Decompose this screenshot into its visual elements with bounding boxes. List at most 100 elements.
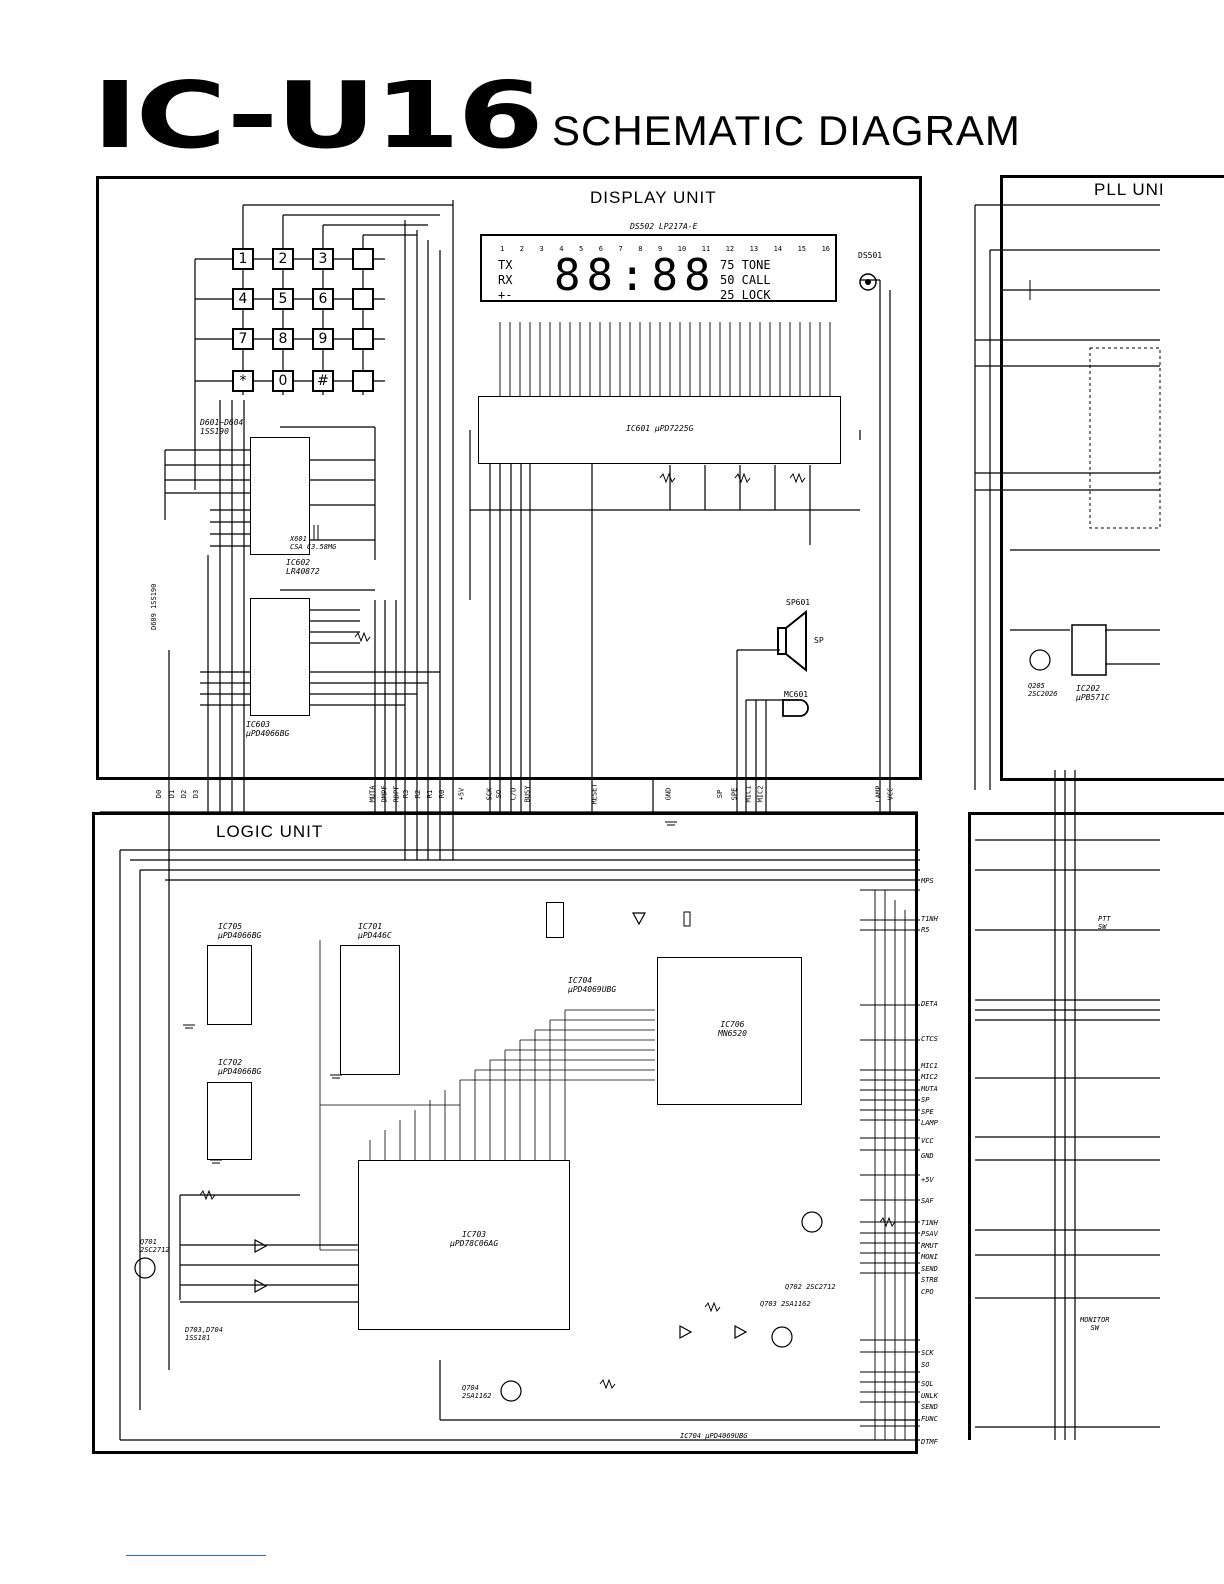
signal-label: CPO [921,1287,934,1296]
q702-label: Q702 2SC2712 [785,1283,836,1291]
signal-label: VCC [921,1136,934,1145]
key-hash[interactable]: # [312,370,334,392]
ic706-label: IC706 MN6520 [718,1020,747,1038]
display-unit-title: DISPLAY UNIT [590,188,717,207]
model-title: IC-U16 [92,62,544,169]
lcd-panel: 1 2 3 4 5 6 7 8 9 10 11 12 13 14 15 16 T… [480,234,837,302]
bus-label: MIC2 [756,785,765,803]
signal-label: FUNC [921,1414,938,1423]
key-blank-a[interactable] [352,248,374,270]
key-5[interactable]: 5 [272,288,294,310]
seg-num: 1 [500,245,505,253]
ic202-label: IC202 μPB571C [1076,684,1110,702]
key-3[interactable]: 3 [312,248,334,270]
signal-label: MIC1 [921,1061,938,1070]
seg-num: 8 [638,245,643,253]
ic704-small-chip [546,902,564,938]
seg-num: 2 [519,245,524,253]
speaker-sp-label: SP [814,636,824,645]
lcd-right-labels: 75 TONE 50 CALL 25 LOCK [720,258,771,303]
diodes-d703-label: D703,D704 1SS181 [185,1326,223,1342]
signal-label: SO [921,1360,930,1369]
bus-label: D1 [168,789,177,799]
ic601-chip [478,396,841,464]
bus-label: LAMP [874,785,883,803]
bus-label: GND [664,787,673,801]
logic-unit-title: LOGIC UNIT [216,822,324,841]
signal-label: GND [921,1152,934,1160]
diodes-label: D601~D604 1SS190 [200,418,244,436]
key-2[interactable]: 2 [272,248,294,270]
ptt-switch-label: PTT SW [1098,915,1111,931]
ic603-chip [250,598,310,716]
seg-num: 14 [773,245,783,253]
seg-num: 13 [749,245,759,253]
ic702-chip [207,1082,252,1160]
key-9[interactable]: 9 [312,328,334,350]
bus-label: MUTA [368,785,377,803]
ic603-label: IC603 μPD4066BG [246,720,290,738]
ic701-label: IC701 μPD446C [358,922,392,940]
bus-label: VCC [886,787,895,801]
seg-num: 15 [797,245,807,253]
key-1[interactable]: 1 [232,248,254,270]
bus-label: DMPF [380,785,389,803]
bus-label: SP [716,789,725,799]
ic602-label: IC602 LR40872 [286,558,320,576]
seg-num: 10 [677,245,687,253]
ic601-label: IC601 μPD7225G [626,424,694,433]
seg-num: 6 [598,245,603,253]
key-blank-d[interactable] [352,370,374,392]
signal-label: UNLK [921,1391,938,1400]
key-8[interactable]: 8 [272,328,294,350]
bus-label: MIC1 [744,785,753,803]
signal-label: SCK [921,1349,934,1357]
seg-num: 16 [821,245,830,253]
signal-label: MIC2 [921,1073,938,1081]
signal-label: MUTA [921,1084,938,1093]
bus-label: R1 [426,789,435,799]
seg-num: 9 [658,245,663,253]
lower-right-unit-box [968,812,1224,1440]
signal-label: SEND [921,1264,938,1273]
key-4[interactable]: 4 [232,288,254,310]
interconnect-bus: D0 D1 D2 D3 MUTA DMPF RDPF R3 R2 R1 R0 +… [150,783,910,808]
logic-right-signals: MPS T1NH R5 DETA CTCS MIC1 MIC2 MUTA SP … [921,876,961,1449]
key-7[interactable]: 7 [232,328,254,350]
lamp-part-label: DS501 [858,251,883,260]
key-blank-c[interactable] [352,328,374,350]
bus-label: D0 [155,789,164,799]
lcd-tone-label: 75 TONE [720,258,771,272]
bus-label: +5V [457,787,466,801]
lcd-lock-label: 25 LOCK [720,288,771,302]
bus-label: D3 [192,789,201,799]
logic-unit-box [92,812,918,1454]
lcd-left-labels: TX RX +- [498,258,512,303]
ic602-chip [250,437,310,555]
signal-label: SP [921,1096,930,1104]
key-6[interactable]: 6 [312,288,334,310]
lcd-tx-label: TX [498,258,513,272]
key-0[interactable]: 0 [272,370,294,392]
bus-label: RDPF [392,785,401,803]
signal-label: MONI [921,1253,938,1261]
bus-label: SPE [730,787,739,801]
signal-label: DTMF [921,1438,938,1446]
key-star[interactable]: * [232,370,254,392]
bus-label: SCK [485,787,494,801]
bus-label: R2 [414,789,423,799]
monitor-switch-label: MONITOR SW [1080,1316,1110,1332]
logic-footer-note: IC704 μPD4069UBG [680,1432,748,1440]
bus-label: R3 [402,789,411,799]
ic705-chip [207,945,252,1025]
lcd-digits: 88:88 [554,250,717,301]
signal-label: SEND [921,1403,938,1411]
speaker-label: SP601 [786,598,811,607]
signal-label: STRB [921,1276,938,1284]
pll-unit-title: PLL UNI [1094,180,1165,199]
key-blank-b[interactable] [352,288,374,310]
mic-label: MC601 [784,690,809,699]
signal-label: T1NH [921,1218,938,1227]
page-footer-link-line [126,1555,266,1556]
bus-label: SO [495,789,504,799]
